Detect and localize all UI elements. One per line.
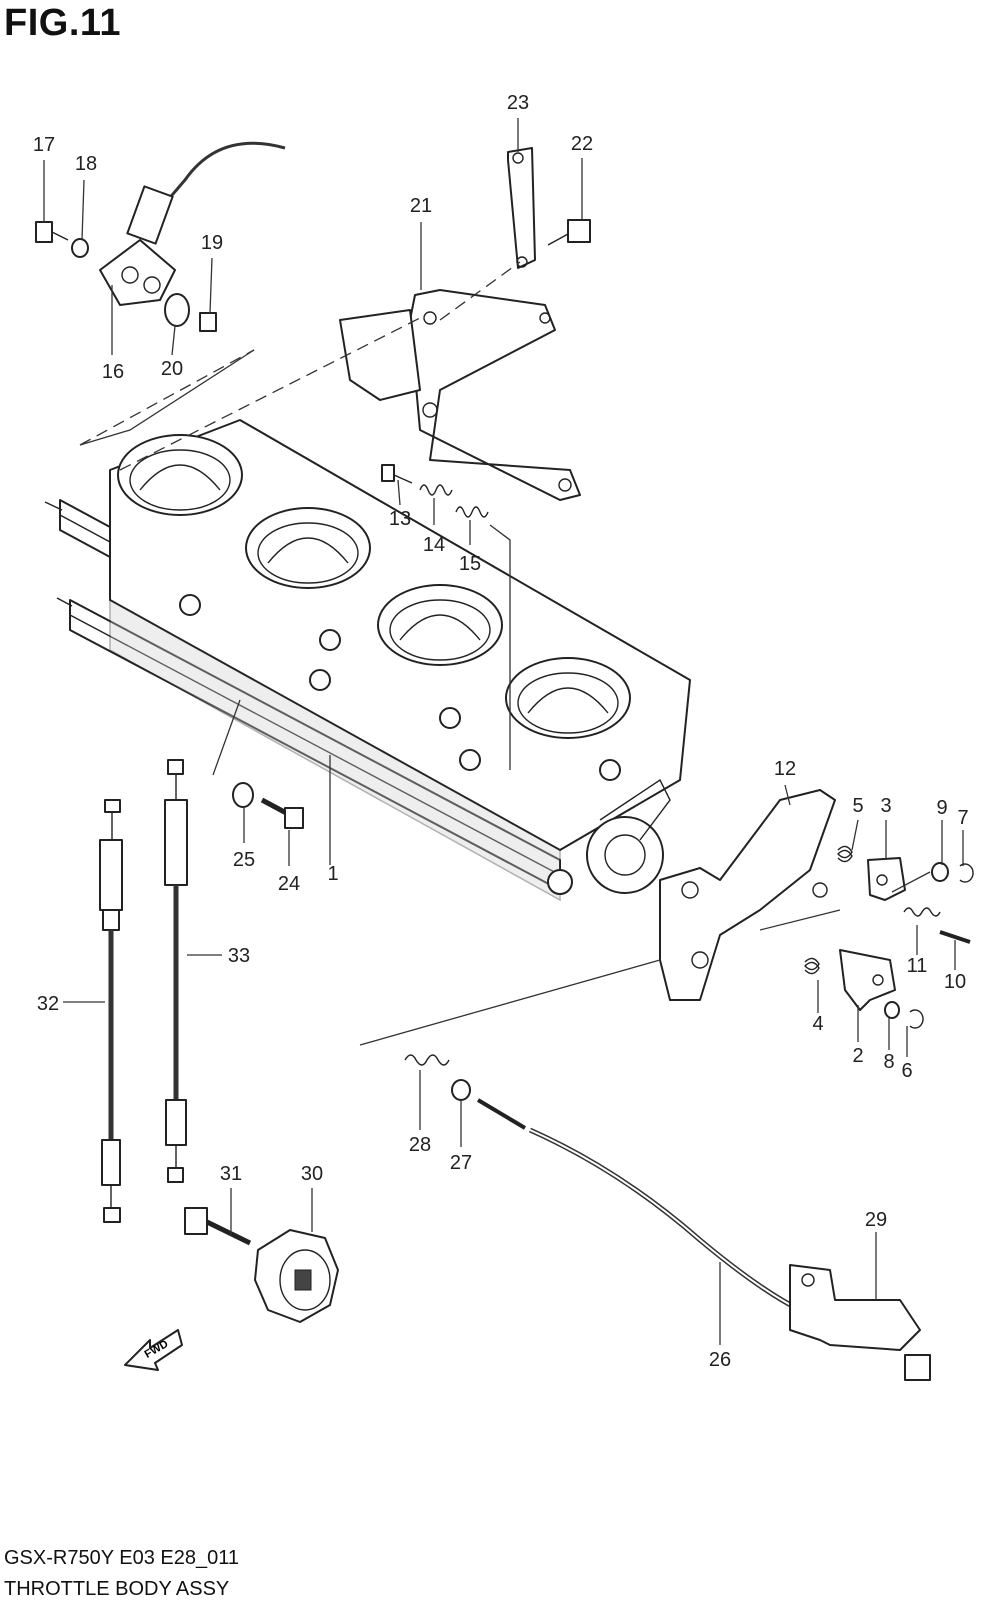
- throttle-bore-2: [245, 507, 371, 589]
- bracket-29[interactable]: [789, 1264, 931, 1381]
- lever-3[interactable]: [867, 857, 906, 901]
- callout-18: 18: [75, 153, 97, 175]
- callout-15: 15: [459, 553, 481, 575]
- figure-title: FIG.11: [4, 2, 122, 44]
- callout-8: 8: [883, 1051, 894, 1073]
- bolt-24[interactable]: [260, 797, 304, 829]
- washer-9[interactable]: [931, 862, 949, 882]
- bolt-22[interactable]: [547, 219, 591, 246]
- throttle-pulley: [586, 778, 671, 894]
- throttle-bore-4: [505, 657, 631, 739]
- lever-2[interactable]: [839, 949, 896, 1011]
- throttle-position-sensor-16[interactable]: [99, 141, 286, 306]
- leader-lines: [43, 118, 964, 1345]
- model-code: GSX-R750Y E03 E28_011: [4, 1547, 239, 1569]
- callout-23: 23: [507, 92, 529, 114]
- bracket-21[interactable]: [339, 289, 581, 501]
- spring-5[interactable]: [837, 845, 853, 863]
- forward-direction-arrow: FWD: [124, 1329, 183, 1371]
- stay-23[interactable]: [507, 147, 536, 269]
- callout-31: 31: [220, 1163, 242, 1185]
- o-ring-20[interactable]: [164, 293, 190, 327]
- assembly-name: THROTTLE BODY ASSY: [4, 1578, 230, 1600]
- callout-19: 19: [201, 232, 223, 254]
- callout-6: 6: [901, 1060, 912, 1082]
- throttle-bore-3: [377, 584, 503, 666]
- callout-29: 29: [865, 1209, 887, 1231]
- callout-24: 24: [278, 873, 300, 895]
- callout-13: 13: [389, 508, 411, 530]
- circlip-7[interactable]: [959, 863, 974, 883]
- callout-16: 16: [102, 361, 124, 383]
- mount-30[interactable]: [254, 1229, 339, 1323]
- callout-30: 30: [301, 1163, 323, 1185]
- callout-1: 1: [327, 863, 338, 885]
- throttle-body-assembly[interactable]: [44, 419, 691, 902]
- callout-27: 27: [450, 1152, 472, 1174]
- callout-2: 2: [852, 1045, 863, 1067]
- lever-plate-12[interactable]: [659, 789, 836, 1001]
- screw-10[interactable]: [939, 930, 971, 944]
- callout-33: 33: [228, 945, 250, 967]
- bolt-31[interactable]: [184, 1207, 252, 1246]
- circlip-6[interactable]: [909, 1009, 924, 1029]
- screw-13[interactable]: [381, 464, 413, 484]
- washer-25[interactable]: [232, 782, 254, 808]
- callout-26: 26: [709, 1349, 731, 1371]
- callout-17: 17: [33, 134, 55, 156]
- spring-28[interactable]: [404, 1054, 450, 1066]
- callout-5: 5: [852, 795, 863, 817]
- callout-21: 21: [410, 195, 432, 217]
- spring-11[interactable]: [903, 907, 941, 917]
- callout-28: 28: [409, 1134, 431, 1156]
- callout-7: 7: [957, 807, 968, 829]
- screw-17[interactable]: [35, 221, 69, 243]
- washer-27[interactable]: [451, 1079, 471, 1101]
- throttle-cable-33[interactable]: [164, 759, 188, 1183]
- callout-4: 4: [812, 1013, 823, 1035]
- throttle-bore-1: [117, 434, 243, 516]
- callout-11: 11: [907, 955, 928, 977]
- callout-3: 3: [880, 795, 891, 817]
- washer-18[interactable]: [71, 238, 89, 258]
- callout-32: 32: [37, 993, 59, 1015]
- clip-19[interactable]: [199, 312, 217, 332]
- spring-4[interactable]: [804, 957, 820, 975]
- callout-14: 14: [423, 534, 445, 556]
- callout-9: 9: [936, 797, 947, 819]
- callout-25: 25: [233, 849, 255, 871]
- throttle-cable-32[interactable]: [99, 799, 123, 1223]
- washer-8[interactable]: [884, 1001, 900, 1019]
- callout-22: 22: [571, 133, 593, 155]
- callout-12: 12: [774, 758, 796, 780]
- spring-14[interactable]: [419, 484, 453, 496]
- callout-20: 20: [161, 358, 183, 380]
- callout-10: 10: [944, 971, 966, 993]
- idle-adjust-cable-26[interactable]: [476, 1098, 802, 1313]
- spring-15[interactable]: [455, 506, 489, 518]
